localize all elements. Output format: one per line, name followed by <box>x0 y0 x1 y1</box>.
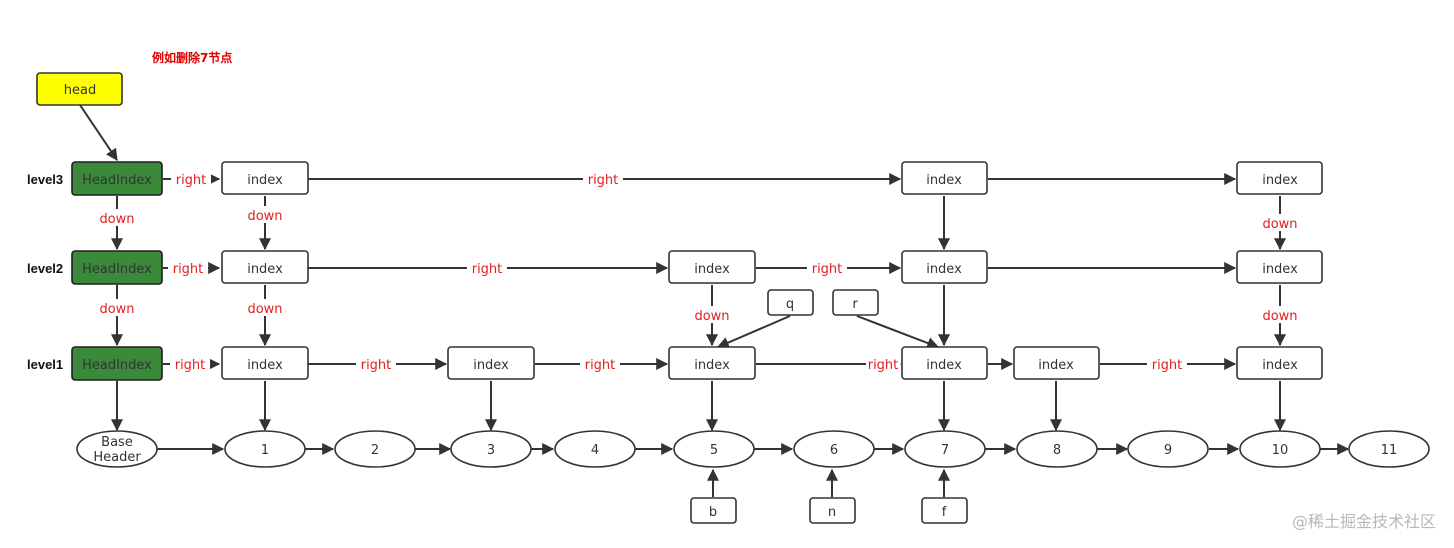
box-f-label: f <box>942 505 947 520</box>
index-l1-node10: index <box>1236 346 1323 380</box>
box-b-label: b <box>709 505 717 520</box>
label-right: right <box>176 173 207 188</box>
node-label: 8 <box>1053 443 1061 458</box>
list-node-10: 10 <box>1239 430 1321 468</box>
index-label: index <box>694 262 730 277</box>
index-label: index <box>926 358 962 373</box>
node-label: 3 <box>487 443 495 458</box>
list-node-7: 7 <box>904 430 986 468</box>
index-l2-node10: index <box>1236 250 1323 284</box>
headindex-label: HeadIndex <box>82 173 152 188</box>
headindex-level2: HeadIndex <box>71 250 163 285</box>
index-label: index <box>926 173 962 188</box>
box-q-label: q <box>786 297 794 312</box>
label-down: down <box>99 302 134 317</box>
index-l3-node7: index <box>901 161 988 195</box>
node-label: 9 <box>1164 443 1172 458</box>
watermark: @稀土掘金技术社区 <box>1292 512 1436 531</box>
box-r: r <box>832 289 879 316</box>
list-node-1: 1 <box>224 430 306 468</box>
head-label: head <box>64 83 96 98</box>
box-q: q <box>767 289 814 316</box>
index-label: index <box>473 358 509 373</box>
node-label: 2 <box>371 443 379 458</box>
list-node-5: 5 <box>673 430 755 468</box>
node-label: 6 <box>830 443 838 458</box>
list-node-8: 8 <box>1016 430 1098 468</box>
label-right: right <box>361 358 392 373</box>
node-label: 5 <box>710 443 718 458</box>
label-right: right <box>588 173 619 188</box>
node-label: 10 <box>1272 443 1289 458</box>
index-l1-node7: index <box>901 346 988 380</box>
headindex-level1: HeadIndex <box>71 346 163 381</box>
index-l2-node7: index <box>901 250 988 284</box>
index-l1-node8: index <box>1013 346 1100 380</box>
label-right: right <box>1152 358 1183 373</box>
list-node-6: 6 <box>793 430 875 468</box>
label-down: down <box>247 209 282 224</box>
edge-labels: right right right right right right righ… <box>95 170 1302 373</box>
list-node-9: 9 <box>1127 430 1209 468</box>
list-node-3: 3 <box>450 430 532 468</box>
box-n: n <box>809 497 856 524</box>
level-label-3: level3 <box>27 172 63 187</box>
base-header-line1: Base <box>101 435 133 450</box>
index-l2-node1: index <box>221 250 309 284</box>
box-b: b <box>690 497 737 524</box>
box-f: f <box>921 497 968 524</box>
label-down: down <box>99 212 134 227</box>
label-right: right <box>173 262 204 277</box>
box-r-label: r <box>852 297 858 312</box>
node-label: 7 <box>941 443 949 458</box>
label-down: down <box>1262 309 1297 324</box>
list-node-11: 11 <box>1348 430 1430 468</box>
headindex-label: HeadIndex <box>82 262 152 277</box>
index-label: index <box>694 358 730 373</box>
index-l3-node1: index <box>221 161 309 195</box>
index-label: index <box>247 173 283 188</box>
index-l2-node5: index <box>668 250 756 284</box>
level-label-1: level1 <box>27 357 63 372</box>
label-down: down <box>247 302 282 317</box>
index-label: index <box>926 262 962 277</box>
headindex-level3: HeadIndex <box>71 161 163 196</box>
label-right: right <box>472 262 503 277</box>
index-l3-node10: index <box>1236 161 1323 195</box>
label-right: right <box>585 358 616 373</box>
label-right: right <box>812 262 843 277</box>
index-label: index <box>1262 262 1298 277</box>
index-label: index <box>247 358 283 373</box>
node-label: 1 <box>261 443 269 458</box>
index-label: index <box>247 262 283 277</box>
base-header-node: Base Header <box>76 430 158 468</box>
box-n-label: n <box>828 505 836 520</box>
label-right: right <box>175 358 206 373</box>
list-node-2: 2 <box>334 430 416 468</box>
base-header-line2: Header <box>93 450 141 465</box>
r-to-index7-arrow <box>856 315 940 349</box>
label-right: right <box>868 358 899 373</box>
node-label: 11 <box>1381 443 1398 458</box>
diagram-title: 例如删除7节点 <box>152 50 232 65</box>
headindex-label: HeadIndex <box>82 358 152 373</box>
list-node-4: 4 <box>554 430 636 468</box>
index-l1-node3: index <box>447 346 535 380</box>
index-l1-node5: index <box>668 346 756 380</box>
node-label: 4 <box>591 443 599 458</box>
label-down: down <box>694 309 729 324</box>
level-label-2: level2 <box>27 261 63 276</box>
label-down: down <box>1262 217 1297 232</box>
head-to-level3-arrow <box>79 104 118 161</box>
index-l1-node1: index <box>221 346 309 380</box>
index-label: index <box>1262 173 1298 188</box>
head-box: head <box>36 72 123 106</box>
index-label: index <box>1262 358 1298 373</box>
index-label: index <box>1038 358 1074 373</box>
q-to-index5-arrow <box>716 315 791 349</box>
